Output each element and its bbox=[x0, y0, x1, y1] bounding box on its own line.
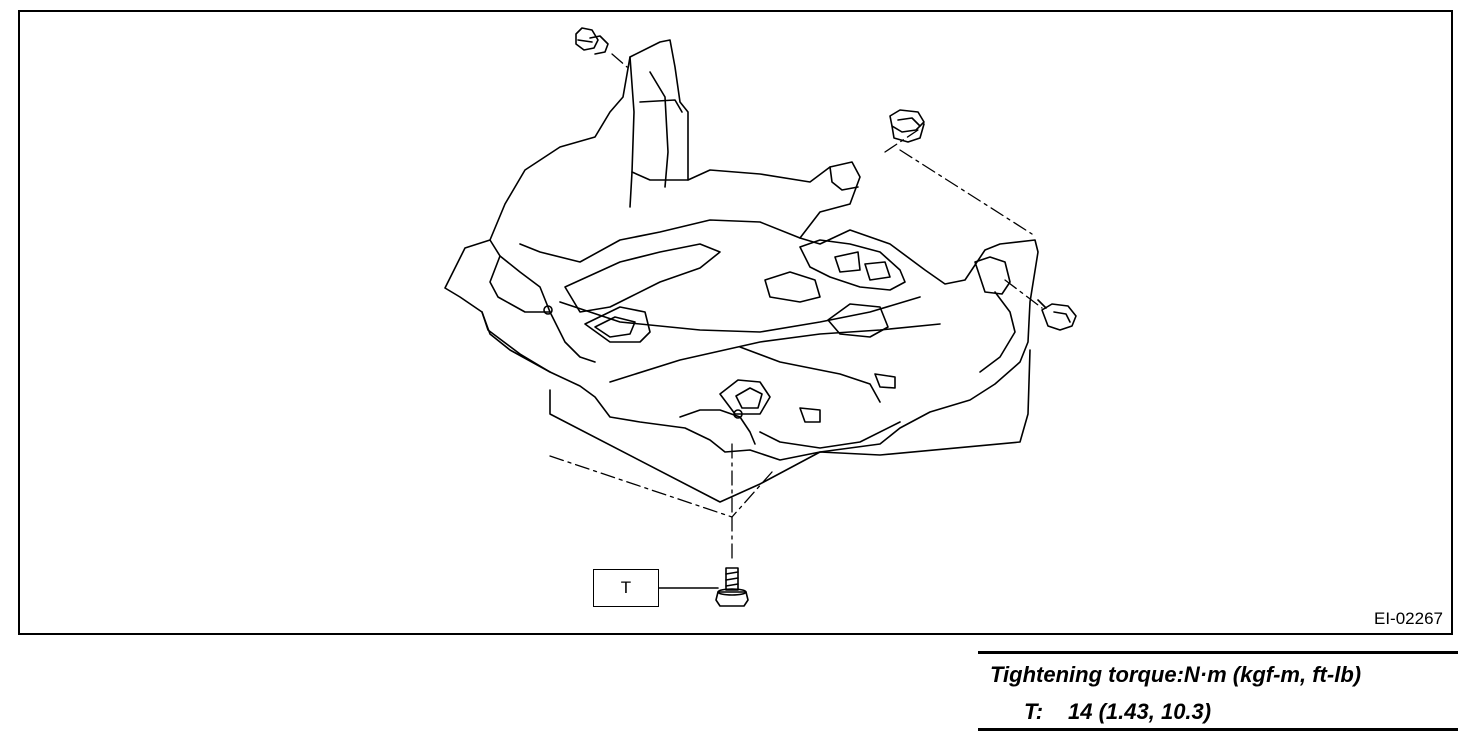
torque-table-title: Tightening torque:N·m (kgf-m, ft-lb) bbox=[990, 662, 1362, 687]
flange-bolt-icon bbox=[715, 567, 749, 607]
torque-callout-label: T bbox=[593, 569, 659, 607]
under-cover-drawing bbox=[444, 27, 1077, 607]
torque-value: 14 (1.43, 10.3) bbox=[1068, 699, 1212, 724]
figure-id: EI-02267 bbox=[1374, 609, 1443, 628]
torque-symbol: T: bbox=[1024, 699, 1044, 724]
nut-icon bbox=[889, 109, 925, 143]
push-clip-icon bbox=[1037, 299, 1077, 331]
push-clip-icon bbox=[575, 27, 609, 55]
under-cover-icon bbox=[444, 39, 1039, 503]
torque-table: Tightening torque:N·m (kgf-m, ft-lb) T: 1… bbox=[978, 651, 1458, 731]
torque-row: T: 14 (1.43, 10.3) bbox=[1024, 699, 1211, 725]
figure-frame: T EI-02267 bbox=[18, 10, 1453, 635]
leader-lines bbox=[549, 53, 1043, 563]
